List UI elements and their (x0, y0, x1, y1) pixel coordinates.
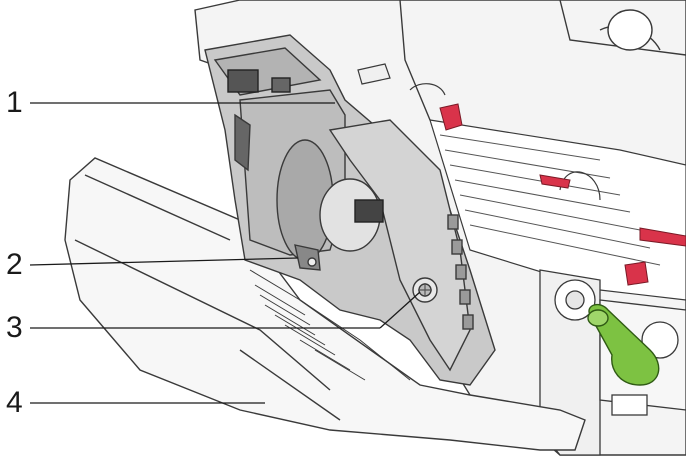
media-guide (249, 269, 411, 381)
leader-line-3-tail (379, 291, 421, 329)
callout-label-2: 2 (6, 248, 23, 281)
leader-lines (29, 102, 421, 404)
platen-area (429, 119, 686, 301)
printhead-assembly (204, 34, 496, 386)
side-tabs (447, 214, 474, 330)
callout-label-4: 4 (6, 386, 23, 419)
leader-line-2 (29, 257, 299, 266)
callout-label-3: 3 (6, 311, 23, 344)
top-clip (357, 63, 446, 96)
callout-label-1: 1 (6, 86, 23, 119)
green-lever (587, 303, 660, 386)
red-guide-tabs (439, 103, 686, 286)
